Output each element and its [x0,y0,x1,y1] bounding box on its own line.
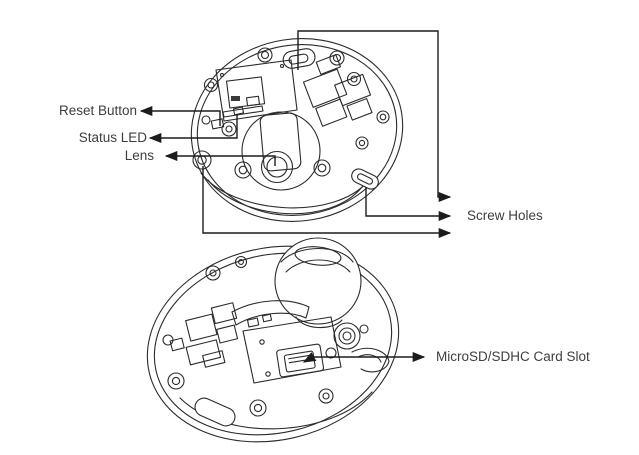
callout-leaders [139,30,452,363]
camera-base-bottom-view-drawing [146,237,400,443]
lens-front-bottom-view [333,322,361,350]
screw-holes-label: Screw Holes [467,208,543,223]
pcb-modules [302,54,373,127]
lens-label: Lens [124,148,154,163]
status-led-leader [148,114,238,144]
lens-leader [164,150,276,166]
reset-and-led-cluster [201,105,264,137]
microsd-card-slot [276,343,325,378]
camera-base-top-view-drawing [190,38,404,222]
screw-hole-right [351,168,379,190]
reset-button-label: Reset Button [58,103,137,118]
screw-hole-top [282,48,316,69]
lens-front-top-view [260,150,294,184]
screw-holes-leader-top [297,30,452,203]
connector-blocks [169,302,239,368]
reset-button-leader [139,105,221,126]
lens-module-ball [274,237,362,329]
microsd-card-slot-leader [302,351,426,363]
screw-holes-leader-left [202,166,452,239]
microsd-card-slot-label: MicroSD/SDHC Card Slot [436,349,590,364]
screw-holes-leader-right [365,187,452,222]
status-led-label: Status LED [78,130,147,145]
